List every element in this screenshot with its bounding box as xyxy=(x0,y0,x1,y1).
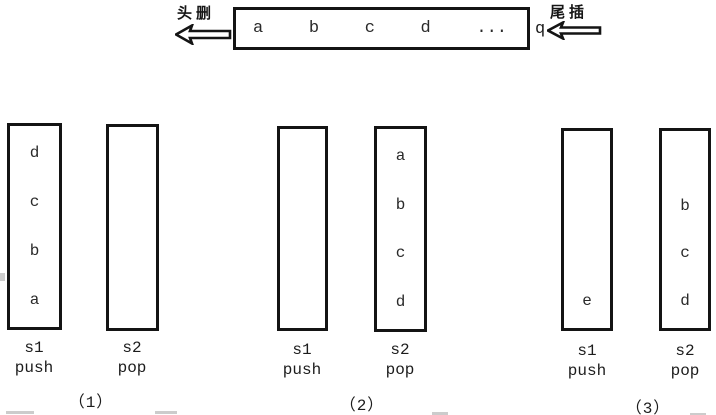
queue-ellipsis: ... xyxy=(476,19,507,38)
stack-label-s2-figure-2: s2 pop xyxy=(360,340,440,380)
stack-slot xyxy=(280,229,325,277)
stack-slot: c xyxy=(395,244,406,263)
stack-slot: c xyxy=(29,193,40,212)
stack-s1-figure-1: d c b a xyxy=(7,123,62,330)
stack-slot: d xyxy=(29,144,40,163)
stack-slot: a xyxy=(395,147,406,166)
stack-name: s1 xyxy=(24,339,44,357)
stack-operation: push xyxy=(282,361,322,379)
stack-slot: a xyxy=(29,290,40,309)
stack-slot xyxy=(109,228,156,277)
figure-3-caption: （3） xyxy=(625,400,671,415)
dequeue-left-arrow-icon xyxy=(175,24,232,45)
stack-slot xyxy=(280,277,325,325)
stack-slot xyxy=(662,134,708,182)
stack-slot xyxy=(109,130,156,179)
enqueue-left-arrow-icon xyxy=(547,21,602,40)
queue-item: b xyxy=(308,19,320,38)
stack-slot xyxy=(564,182,610,230)
scan-artifact xyxy=(155,411,177,414)
stack-name: s1 xyxy=(292,341,312,359)
stack-slot: d xyxy=(680,292,690,311)
figure-2-caption: （2） xyxy=(339,397,385,415)
figure-1-caption: （1） xyxy=(68,394,114,412)
stack-operation: push xyxy=(14,359,54,377)
stack-label-s1-figure-2: s1 push xyxy=(262,340,342,380)
stack-operation: push xyxy=(567,362,607,380)
stack-slot: b xyxy=(680,196,690,215)
stack-name: s2 xyxy=(122,339,142,357)
scan-artifact xyxy=(6,411,34,414)
stack-operation: pop xyxy=(385,361,415,379)
stack-slot: e xyxy=(582,292,592,311)
stack-s1-figure-2 xyxy=(277,126,328,331)
stack-s1-figure-3: e xyxy=(561,128,613,331)
stack-label-s2-figure-1: s2 pop xyxy=(92,338,172,378)
stack-slot xyxy=(564,230,610,278)
stack-slot xyxy=(109,179,156,228)
stack-label-s1-figure-1: s1 push xyxy=(0,338,74,378)
scan-artifact xyxy=(690,413,706,415)
stack-slot: c xyxy=(680,244,690,263)
stack-operation: pop xyxy=(117,359,147,377)
stack-slot xyxy=(280,132,325,180)
stack-operation: pop xyxy=(670,362,700,380)
stack-label-s2-figure-3: s2 pop xyxy=(645,341,716,381)
stack-slot xyxy=(109,276,156,325)
stack-slot xyxy=(280,180,325,228)
stack-s2-figure-3: b c d xyxy=(659,128,711,331)
stack-name: s1 xyxy=(577,342,597,360)
stack-slot xyxy=(564,134,610,182)
scan-artifact xyxy=(0,273,5,281)
stack-slot: b xyxy=(395,195,406,214)
queue-item: d xyxy=(420,19,431,38)
stack-s2-figure-2: a b c d xyxy=(374,126,427,332)
stack-slot: d xyxy=(395,292,406,311)
scan-artifact xyxy=(432,412,448,415)
queue-item: a xyxy=(253,19,264,38)
queue-box: a b c d ... xyxy=(233,7,530,50)
queue-name-label: q xyxy=(535,20,546,39)
stack-slot: b xyxy=(29,241,40,260)
queue-head-delete-label: 头删 xyxy=(177,5,216,22)
queue-item: c xyxy=(364,19,375,38)
stack-name: s2 xyxy=(390,341,410,359)
stack-s2-figure-1 xyxy=(106,124,159,331)
stack-label-s1-figure-3: s1 push xyxy=(547,341,627,381)
queue-tail-insert-label: 尾插 xyxy=(550,4,589,21)
stack-name: s2 xyxy=(675,342,695,360)
